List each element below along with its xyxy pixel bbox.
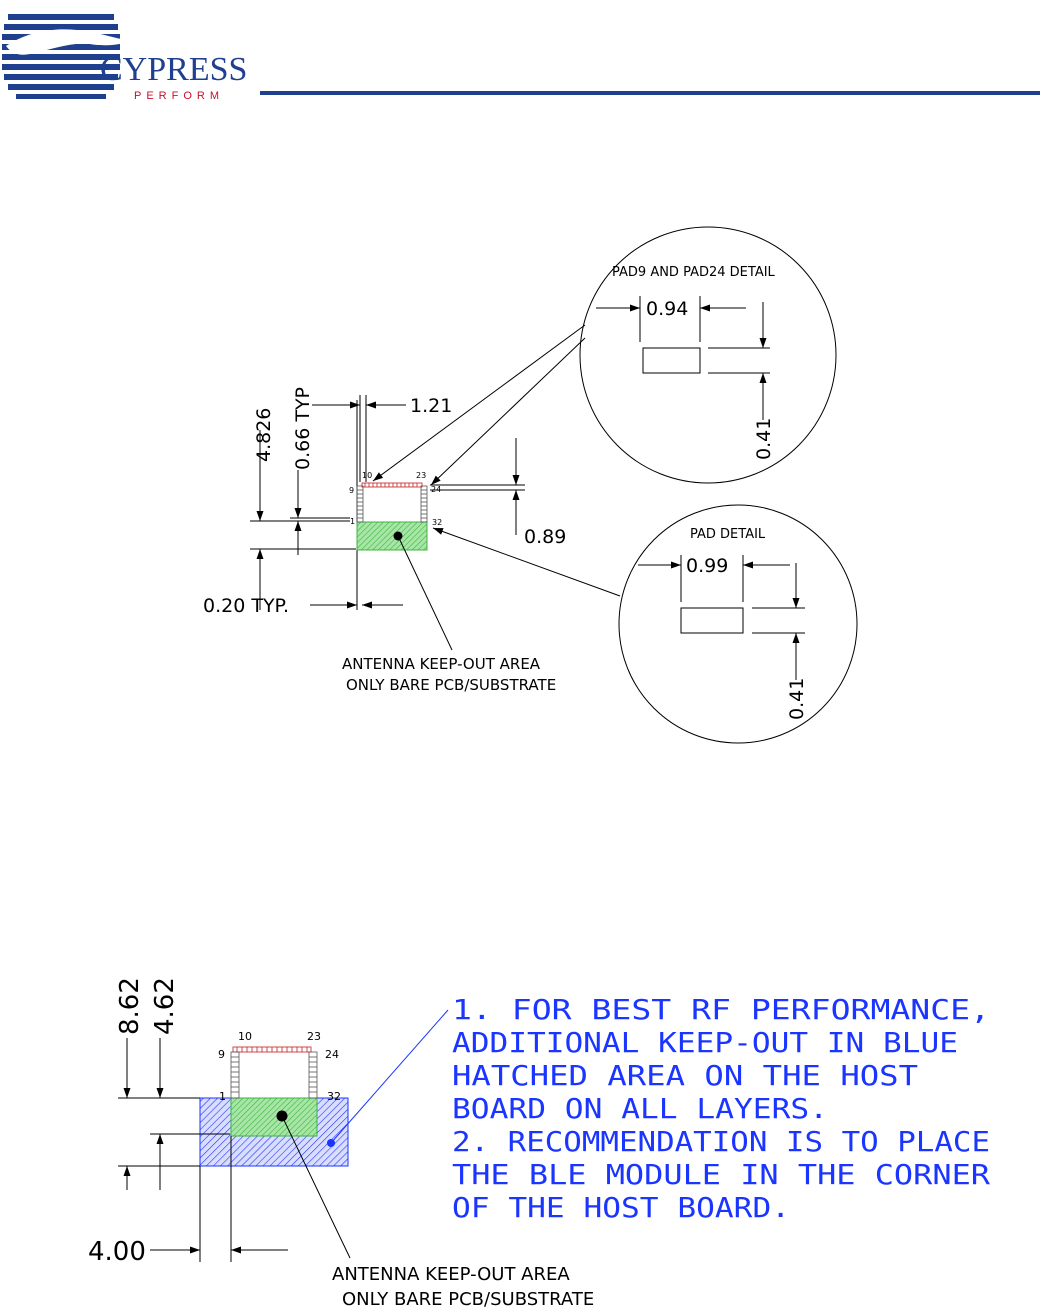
antenna-leader-line: [397, 535, 453, 651]
dim-862-label: 8.62: [115, 977, 145, 1035]
bottom-pad-column-left: [230, 1051, 240, 1099]
note-line-3: HATCHED AREA ON THE HOST: [452, 1059, 918, 1092]
dim-400-label: 4.00: [88, 1237, 146, 1267]
bottom-pad-column-right: [308, 1051, 318, 1099]
top-antenna-note-line2: ONLY BARE PCB/SUBSTRATE: [346, 676, 556, 694]
note-line-6: THE BLE MODULE IN THE CORNER: [452, 1158, 990, 1191]
top-footprint-drawing: [250, 226, 858, 744]
top-pad-label-24: 24: [431, 485, 441, 494]
dim-020-typ-label: 0.20 TYP.: [203, 595, 289, 617]
bottom-pad-label-10: 10: [238, 1030, 252, 1043]
top-pad-label-9: 9: [349, 486, 354, 495]
detail-pad9-rect: [642, 347, 701, 374]
bottom-drawing-labels: 9 10 23 24 1 32 8.62 4.62 4.00 ANTENNA K…: [88, 977, 990, 1310]
brand-name: CYPRESS: [100, 51, 247, 88]
bottom-antenna-leader: [281, 1115, 351, 1259]
pad9-leader: [372, 324, 586, 482]
note-line-7: OF THE HOST BOARD.: [452, 1191, 790, 1224]
bottom-keepout-drawing: [118, 1009, 449, 1262]
top-antenna-note-line1: ANTENNA KEEP-OUT AREA: [342, 655, 541, 673]
pad24-leader: [430, 337, 586, 486]
note-line-4: BOARD ON ALL LAYERS.: [452, 1092, 828, 1125]
detail-pad-rect: [680, 607, 744, 634]
top-pad-label-32: 32: [432, 518, 442, 527]
bottom-antenna-note-line1: ANTENNA KEEP-OUT AREA: [332, 1264, 570, 1285]
cypress-logo: CYPRESS PERFORM: [2, 9, 247, 102]
bottom-pad-label-1: 1: [219, 1090, 226, 1103]
detail-circle-pad9-pad24: [579, 226, 837, 484]
dim-pitch-typ-label: 0.66 TYP: [292, 387, 314, 470]
top-pad-label-1: 1: [350, 517, 355, 526]
brand-tagline: PERFORM: [134, 90, 224, 102]
bottom-pad-label-9: 9: [218, 1048, 225, 1061]
dim-089-label: 0.89: [524, 526, 566, 548]
notes-leader: [330, 1009, 449, 1144]
pad-column-left: [356, 485, 364, 523]
antenna-keepout-area: [356, 521, 428, 551]
top-pad-label-23: 23: [416, 471, 426, 480]
bottom-pad-label-32: 32: [327, 1090, 341, 1103]
note-line-5: 2. RECOMMENDATION IS TO PLACE: [452, 1125, 990, 1158]
note-line-2: ADDITIONAL KEEP-OUT IN BLUE: [452, 1026, 958, 1059]
detail1-height-label: 0.41: [753, 418, 775, 460]
dim-4826-label: 4.826: [253, 408, 275, 462]
detail1-width-label: 0.94: [646, 298, 688, 320]
top-pad-label-10: 10: [362, 471, 372, 480]
bottom-pad-label-24: 24: [325, 1048, 339, 1061]
detail2-height-label: 0.41: [786, 678, 808, 720]
keepout-notes: 1. FOR BEST RF PERFORMANCE, ADDITIONAL K…: [452, 993, 990, 1224]
dim-121-label: 1.21: [410, 395, 452, 417]
pad-row-top: [361, 482, 423, 488]
detail2-title: PAD DETAIL: [690, 527, 766, 542]
detail-circle-pad: [618, 504, 858, 744]
pad-column-right: [420, 485, 428, 523]
detail2-width-label: 0.99: [686, 555, 728, 577]
bottom-pad-label-23: 23: [307, 1030, 321, 1043]
bottom-pad-row-top: [232, 1046, 312, 1053]
top-drawing-labels: 9 10 23 24 1 32 4.826 0.66 TYP 1.21 0.89…: [203, 265, 808, 720]
logo-globe-icon: [2, 9, 132, 101]
dim-462-label: 4.62: [150, 977, 180, 1035]
bottom-antenna-note-line2: ONLY BARE PCB/SUBSTRATE: [342, 1289, 594, 1310]
detail1-title: PAD9 AND PAD24 DETAIL: [612, 265, 776, 280]
bottom-antenna-keepout-area: [230, 1097, 318, 1137]
header-rule: [260, 91, 1040, 95]
pad-detail-leader: [432, 527, 621, 597]
note-line-1: 1. FOR BEST RF PERFORMANCE,: [452, 993, 990, 1026]
